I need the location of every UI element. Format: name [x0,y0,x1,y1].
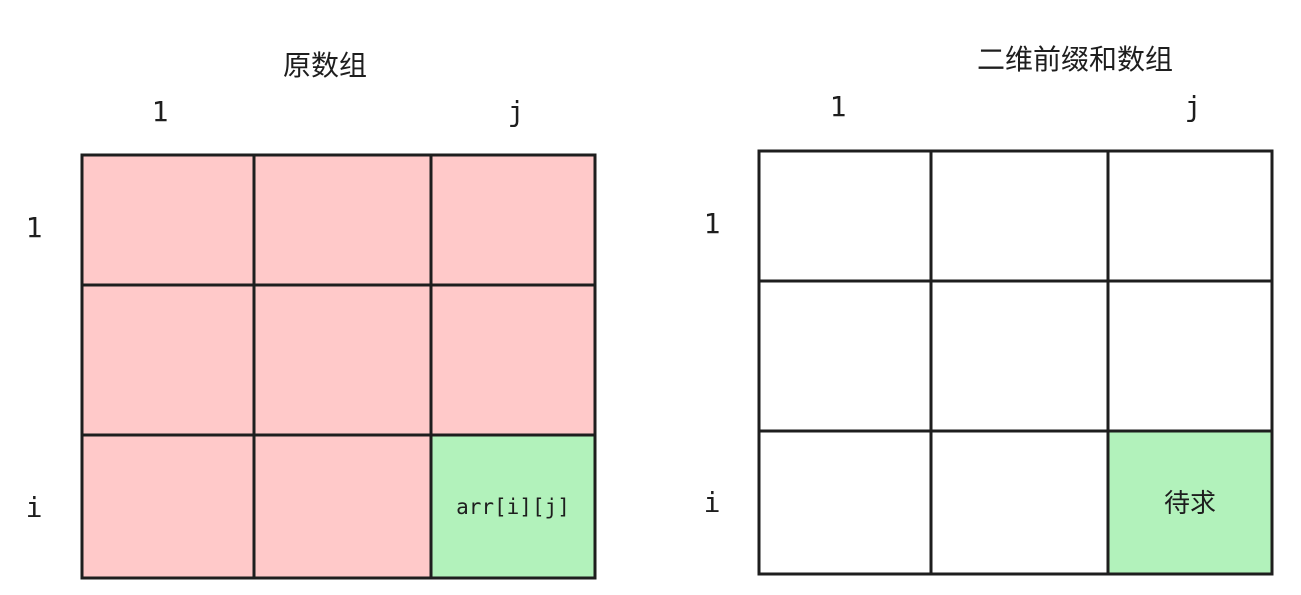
original-array-group: 原数组 1 j 1 i arr[i][j] [26,49,597,580]
left-col-label-first: 1 [152,95,169,128]
left-cell-r2-c1 [80,283,256,437]
left-row-label-i: i [26,491,43,524]
left-target-label: arr[i][j] [456,495,570,519]
left-cell-r3-c2 [252,433,433,580]
right-cell-r1-c3 [1106,149,1274,283]
right-cell-r2-c3 [1106,279,1274,433]
original-array-title: 原数组 [283,49,367,82]
prefix-sum-array-title: 二维前缀和数组 [977,43,1173,76]
right-col-label-first: 1 [830,90,847,123]
left-row-label-first: 1 [26,211,43,244]
right-target-label: 待求 [1164,489,1216,519]
right-row-label-first: 1 [704,207,721,240]
left-cell-r1-c3 [429,153,597,287]
right-cell-r3-c2 [929,429,1110,576]
left-cell-target [429,433,597,580]
right-cell-r3-c1 [757,429,933,576]
left-cell-r1-c1 [80,153,256,287]
right-cell-r2-c2 [929,279,1110,433]
right-cell-r2-c1 [757,279,933,433]
left-col-label-j: j [508,95,525,128]
prefix-sum-array-group: 二维前缀和数组 1 j 1 i 待求 [704,43,1274,576]
right-cell-r1-c2 [929,149,1110,283]
left-cell-r2-c3 [429,283,597,437]
left-cell-r3-c1 [80,433,256,580]
left-cell-r2-c2 [252,283,433,437]
right-row-label-i: i [704,486,721,519]
left-cell-r1-c2 [252,153,433,287]
right-col-label-j: j [1185,90,1202,123]
right-cell-r1-c1 [757,149,933,283]
right-cell-target [1106,429,1274,576]
